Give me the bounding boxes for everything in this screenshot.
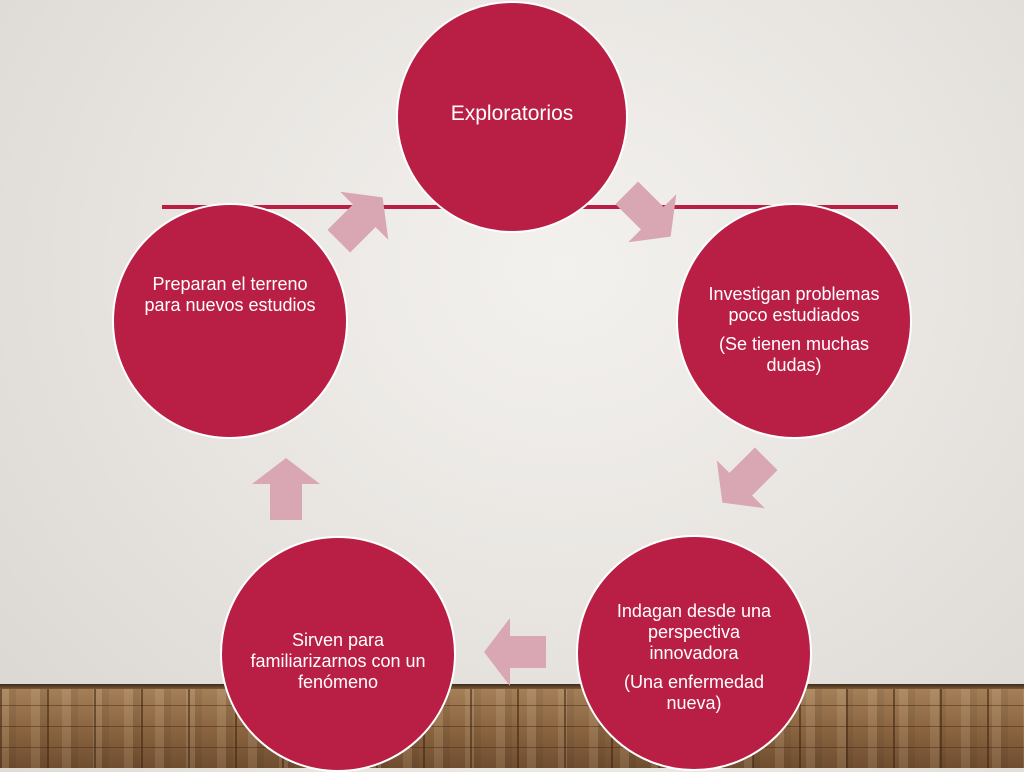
arrow-4-to-5-icon [252,458,320,520]
cycle-node-investigan: Investigan problemas poco estudiados (Se… [676,203,912,439]
node-text: Sirven para familiarizarnos con un fenóm… [250,629,426,692]
node-text: Exploratorios [450,102,574,125]
node-text: Investigan problemas poco estudiados [708,284,880,325]
node-text: Indagan desde una perspectiva innovadora [616,600,772,663]
node-example-text: (Una enfermedad nueva) [623,671,765,713]
node-text: Preparan el terreno para nuevos estudios [144,274,316,315]
arrow-3-to-4-icon [484,618,546,686]
arrow-1-to-2-icon [615,181,677,243]
cycle-node-exploratorios: Exploratorios [396,1,628,233]
arrow-2-to-3-icon [716,447,778,509]
cycle-node-sirven: Sirven para familiarizarnos con un fenóm… [220,536,456,772]
cycle-node-indagan: Indagan desde una perspectiva innovadora… [576,535,812,771]
node-example-text: (Se tienen muchas dudas) [718,334,870,375]
arrow-5-to-1-icon [327,191,389,253]
wooden-floor [0,684,1024,768]
cycle-node-preparan: Preparan el terreno para nuevos estudios [112,203,348,439]
